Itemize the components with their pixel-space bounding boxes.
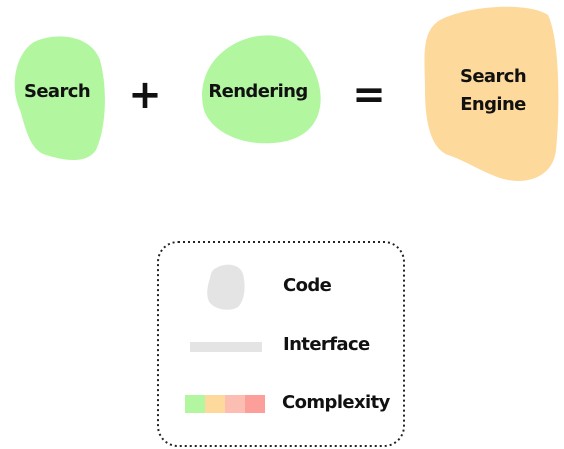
complexity-swatch-1 [185,395,205,413]
search-blob: Search [14,36,105,160]
complexity-swatch-3 [225,395,245,413]
complexity-swatch-4 [245,395,265,413]
plus-operator: + [128,72,162,118]
rendering-blob-label: Rendering [208,81,307,102]
search-engine-blob-shape [424,6,559,181]
legend-border [157,241,405,447]
legend-complexity-label: Complexity [282,392,391,413]
equals-operator: = [352,72,386,118]
search-engine-label-line1: Search [460,66,526,87]
rendering-blob: Rendering [202,35,321,144]
legend: Code Interface Complexity [157,241,405,447]
search-engine-blob: Search Engine [424,6,559,181]
legend-interface-label: Interface [283,334,370,355]
complexity-swatch-2 [205,395,225,413]
rendering-blob-shape [202,35,321,144]
legend-code-label: Code [283,275,332,296]
search-blob-label: Search [24,81,90,102]
interface-swatch [190,342,262,352]
code-swatch [207,264,245,310]
search-blob-shape [14,36,105,160]
search-engine-label-line2: Engine [460,94,526,115]
